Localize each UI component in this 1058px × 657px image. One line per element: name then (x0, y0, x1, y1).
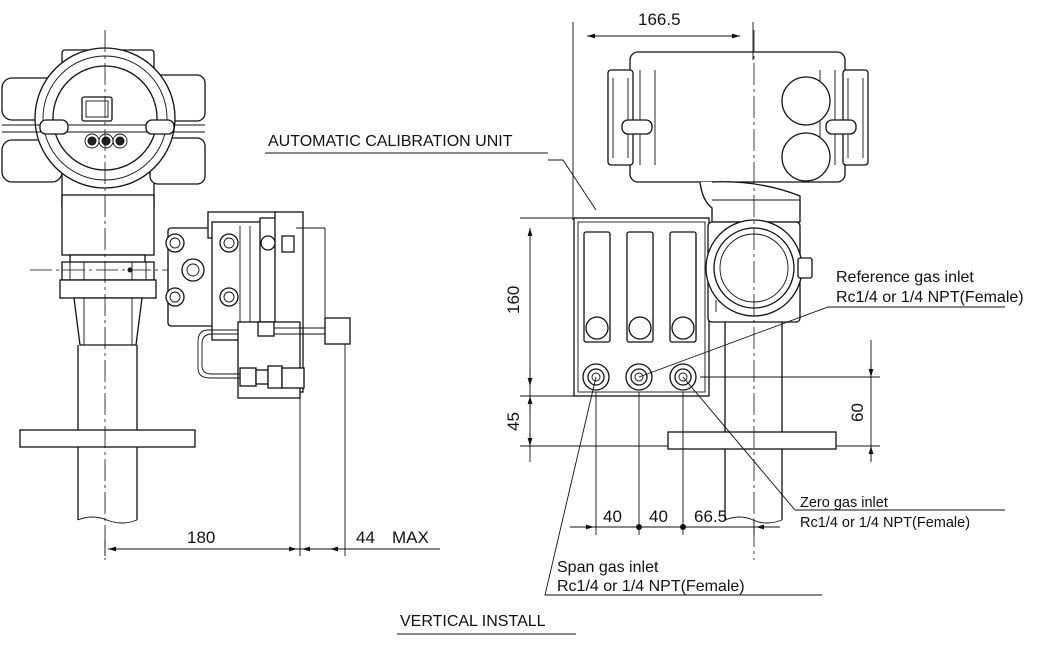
label-span-gas-inlet: Span gas inlet (557, 559, 659, 576)
label-calibration-unit: AUTOMATIC CALIBRATION UNIT (268, 133, 513, 150)
label-reference-gas-thread: Rc1/4 or 1/4 NPT(Female) (836, 289, 1024, 306)
dim-width-top: 166.5 (638, 10, 681, 29)
dim-height-unit: 160 (504, 286, 523, 314)
label-span-gas-thread: Rc1/4 or 1/4 NPT(Female) (557, 578, 745, 595)
label-zero-gas-inlet: Zero gas inlet (800, 495, 888, 511)
caption-vertical-install: VERTICAL INSTALL (400, 613, 546, 630)
front-view (520, 22, 1005, 596)
side-view (1, 30, 440, 560)
label-reference-gas-inlet: Reference gas inlet (836, 269, 974, 286)
dim-height-right: 60 (848, 403, 867, 422)
dim-spacing-2: 40 (649, 507, 668, 526)
dim-spacing-1: 40 (603, 507, 622, 526)
dim-spacing-3: 66.5 (694, 507, 727, 526)
dim-max-label: MAX (392, 528, 429, 547)
dim-height-lower: 45 (504, 412, 523, 431)
dim-side-depth: 180 (187, 528, 215, 547)
dim-max-projection: 44 (356, 528, 375, 547)
label-zero-gas-thread: Rc1/4 or 1/4 NPT(Female) (800, 515, 970, 531)
